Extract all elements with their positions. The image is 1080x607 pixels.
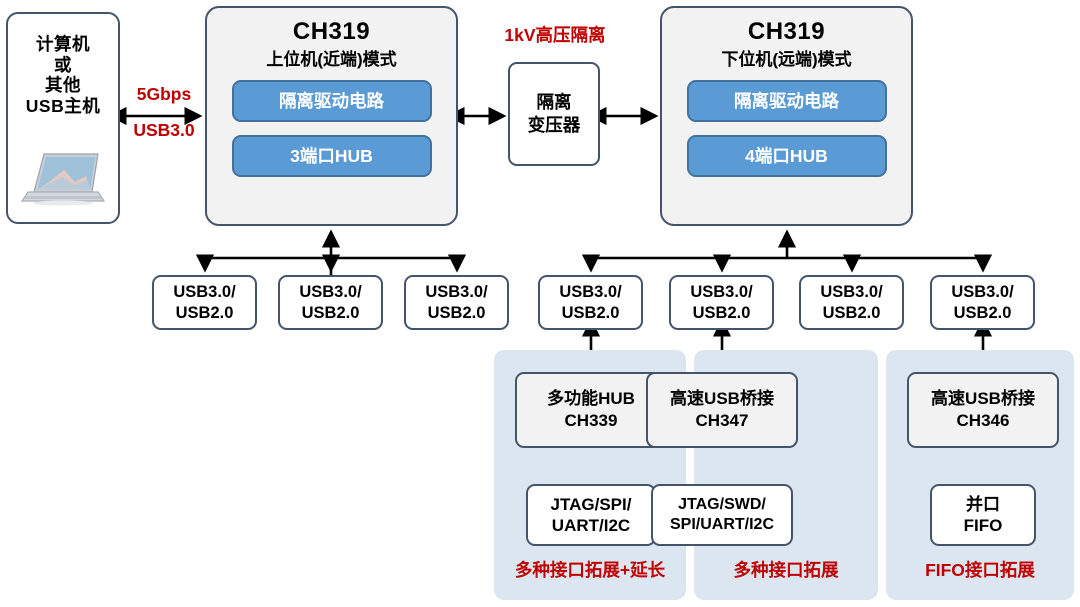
block-isolation-driver-near[interactable]: 隔离驱动电路 bbox=[231, 80, 432, 123]
transformer-line-1: 隔离 bbox=[536, 92, 572, 113]
isolation-caption: 1kV高压隔离 bbox=[504, 25, 606, 45]
block-hub-far[interactable]: 4端口HUB bbox=[686, 135, 887, 178]
interface-line-1: JTAG/SPI/ bbox=[550, 494, 632, 514]
panel-caption-ch347: 多种接口拓展 bbox=[733, 560, 839, 580]
chip-line-1: 多功能HUB bbox=[547, 388, 635, 408]
interface-ch347[interactable]: JTAG/SWD/ SPI/UART/I2C bbox=[651, 484, 793, 546]
usb-port-line-2: USB2.0 bbox=[427, 303, 486, 322]
chip-ch339[interactable]: 多功能HUB CH339 bbox=[515, 372, 667, 448]
usb-port-line-1: USB3.0/ bbox=[820, 282, 883, 301]
usb-port-line-1: USB3.0/ bbox=[690, 282, 753, 301]
usb-port-2[interactable]: USB3.0/ USB2.0 bbox=[278, 275, 383, 330]
usb-port-5[interactable]: USB3.0/ USB2.0 bbox=[669, 275, 774, 330]
module-subtitle: 下位机(远端)模式 bbox=[721, 50, 852, 70]
usb-port-3[interactable]: USB3.0/ USB2.0 bbox=[404, 275, 509, 330]
block-hub-near[interactable]: 3端口HUB bbox=[231, 135, 432, 178]
interface-ch339[interactable]: JTAG/SPI/ UART/I2C bbox=[526, 484, 656, 546]
usb-port-line-2: USB2.0 bbox=[953, 303, 1012, 322]
chip-line-2: CH339 bbox=[564, 411, 618, 430]
module-title: CH319 bbox=[292, 18, 371, 45]
usb-port-7[interactable]: USB3.0/ USB2.0 bbox=[930, 275, 1035, 330]
interface-line-2: FIFO bbox=[963, 516, 1003, 535]
link-speed-label: 5Gbps bbox=[136, 84, 192, 104]
module-subtitle: 上位机(近端)模式 bbox=[266, 50, 397, 70]
usb-port-4[interactable]: USB3.0/ USB2.0 bbox=[538, 275, 643, 330]
panel-caption-ch339: 多种接口拓展+延长 bbox=[514, 560, 666, 580]
chip-line-2: CH346 bbox=[956, 411, 1010, 430]
module-title: CH319 bbox=[747, 18, 826, 45]
interface-line-2: UART/I2C bbox=[551, 516, 631, 535]
block-isolation-driver-far[interactable]: 隔离驱动电路 bbox=[686, 80, 887, 123]
host-line-1: 计算机 bbox=[36, 34, 90, 54]
chip-line-2: CH347 bbox=[695, 411, 749, 430]
usb-port-line-1: USB3.0/ bbox=[299, 282, 362, 301]
host-line-4: USB主机 bbox=[25, 95, 101, 116]
link-protocol-label: USB3.0 bbox=[133, 120, 195, 140]
interface-ch346[interactable]: 并口 FIFO bbox=[930, 484, 1036, 546]
usb-port-line-1: USB3.0/ bbox=[173, 282, 236, 301]
usb-port-line-1: USB3.0/ bbox=[559, 282, 622, 301]
transformer-line-2: 变压器 bbox=[527, 115, 581, 135]
usb-port-line-2: USB2.0 bbox=[301, 303, 360, 322]
interface-line-1: 并口 bbox=[966, 494, 1000, 514]
interface-line-2: SPI/UART/I2C bbox=[669, 516, 774, 533]
isolation-transformer[interactable]: 隔离 变压器 bbox=[508, 62, 600, 166]
chip-line-1: 高速USB桥接 bbox=[670, 388, 774, 408]
usb-port-1[interactable]: USB3.0/ USB2.0 bbox=[152, 275, 257, 330]
host-line-2: 或 bbox=[54, 54, 72, 75]
chip-ch346[interactable]: 高速USB桥接 CH346 bbox=[907, 372, 1059, 448]
usb-port-line-2: USB2.0 bbox=[175, 303, 234, 322]
chip-line-1: 高速USB桥接 bbox=[931, 388, 1035, 408]
usb-port-line-1: USB3.0/ bbox=[951, 282, 1014, 301]
usb-port-6[interactable]: USB3.0/ USB2.0 bbox=[799, 275, 904, 330]
chip-ch347[interactable]: 高速USB桥接 CH347 bbox=[646, 372, 798, 448]
usb-port-line-1: USB3.0/ bbox=[425, 282, 488, 301]
usb-port-line-2: USB2.0 bbox=[692, 303, 751, 322]
host-box[interactable]: 计算机 或 其他 USB主机 bbox=[6, 12, 120, 224]
laptop-icon bbox=[20, 146, 106, 208]
usb-port-line-2: USB2.0 bbox=[561, 303, 620, 322]
module-ch319-near[interactable]: CH319 上位机(近端)模式 隔离驱动电路 3端口HUB bbox=[205, 6, 458, 226]
usb-port-line-2: USB2.0 bbox=[822, 303, 881, 322]
interface-line-1: JTAG/SWD/ bbox=[678, 496, 766, 513]
host-line-3: 其他 bbox=[45, 75, 81, 96]
module-ch319-far[interactable]: CH319 下位机(远端)模式 隔离驱动电路 4端口HUB bbox=[660, 6, 913, 226]
panel-caption-ch346: FIFO接口拓展 bbox=[925, 560, 1035, 580]
